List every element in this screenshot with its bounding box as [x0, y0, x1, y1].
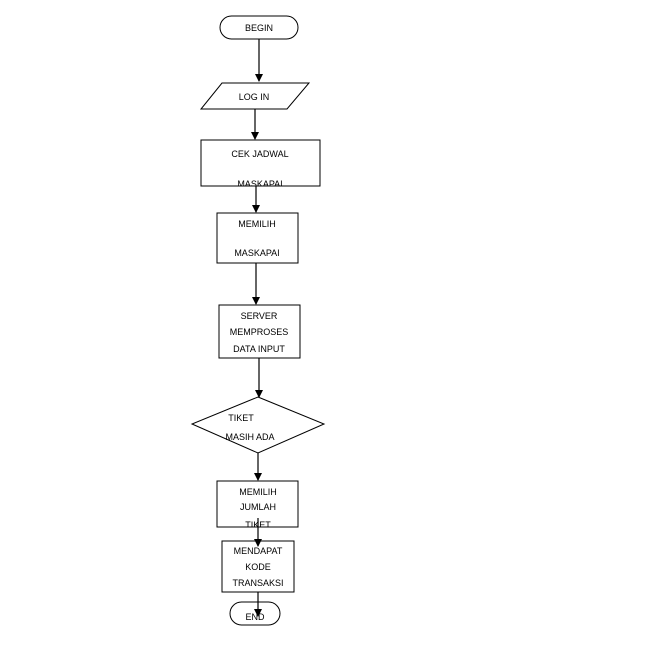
server-line-3: DATA INPUT: [233, 344, 285, 354]
tiket-decision: TIKET MASIH ADA: [190, 396, 326, 454]
login-label: LOG IN: [239, 92, 270, 102]
mendapat-kode-line-3: TRANSAKSI: [232, 578, 283, 588]
memilih-maskapai-line-1: MEMILIH: [238, 219, 276, 229]
server-line-1: SERVER: [241, 311, 278, 321]
memilih-maskapai-process: MEMILIH MASKAPAI: [216, 212, 299, 264]
server-line-2: MEMPROSES: [230, 327, 289, 337]
end-terminator: END: [229, 601, 281, 626]
decision-line-2: MASIH ADA: [225, 432, 274, 442]
login-input: LOG IN: [199, 82, 311, 110]
mendapat-kode-line-1: MENDAPAT: [234, 546, 283, 556]
mendapat-kode-line-2: KODE: [245, 562, 271, 572]
memilih-jumlah-line-1: MEMILIH: [239, 487, 277, 497]
begin-terminator: BEGIN: [219, 15, 299, 40]
cek-jadwal-process: CEK JADWAL MASKAPAI: [200, 139, 321, 189]
begin-label: BEGIN: [245, 23, 273, 33]
memilih-jumlah-line-2: JUMLAH: [240, 502, 276, 512]
server-process: SERVER MEMPROSES DATA INPUT: [218, 304, 301, 359]
decision-line-1: TIKET: [228, 413, 254, 423]
cek-jadwal-line-1: CEK JADWAL: [231, 149, 288, 159]
mendapat-kode-process: MENDAPAT KODE TRANSAKSI: [221, 540, 295, 593]
memilih-maskapai-line-2: MASKAPAI: [234, 248, 279, 258]
end-label: END: [245, 612, 265, 622]
cek-jadwal-line-2: MASKAPAI: [237, 179, 282, 189]
